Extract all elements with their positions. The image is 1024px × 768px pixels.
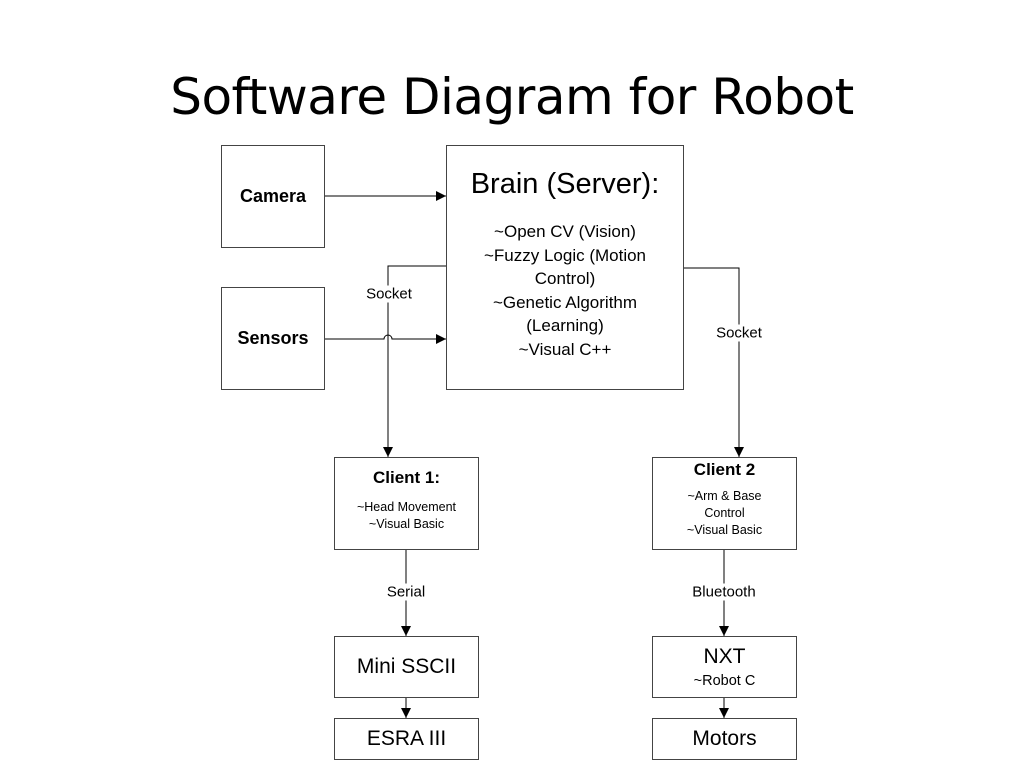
sensors-label: Sensors <box>237 328 309 348</box>
motors-node: Motors <box>652 718 797 760</box>
edge-brain-client2 <box>684 267 744 457</box>
esra-node: ESRA III <box>334 718 479 760</box>
client1-node: Client 1: ~Head Movement ~Visual Basic <box>334 457 479 550</box>
mini-sscii-label: Mini SSCII <box>356 655 457 678</box>
client1-item: ~Head Movement <box>356 500 456 514</box>
brain-item: ~Visual C++ <box>518 339 612 359</box>
brain-item: (Learning) <box>526 316 604 335</box>
edge-brain-client1 <box>383 265 446 457</box>
brain-item: ~Open CV (Vision) <box>494 222 636 241</box>
client2-item: ~Arm & Base <box>687 489 762 503</box>
nxt-node: NXT ~Robot C <box>652 636 797 698</box>
client2-item: ~Visual Basic <box>686 523 763 537</box>
client2-item: Control <box>704 506 745 520</box>
edge-sensors-brain <box>325 334 446 344</box>
serial-label: Serial <box>384 583 428 601</box>
brain-item: ~Fuzzy Logic (Motion <box>483 245 647 265</box>
socket-label-right: Socket <box>714 324 764 342</box>
brain-item: Control) <box>534 269 596 288</box>
client1-title: Client 1: <box>372 468 441 487</box>
client1-feature-list: ~Head Movement ~Visual Basic <box>335 499 478 533</box>
nxt-title: NXT <box>703 645 746 668</box>
esra-label: ESRA III <box>366 727 447 750</box>
camera-label: Camera <box>239 186 307 206</box>
sensors-node: Sensors <box>221 287 325 390</box>
brain-feature-list: ~Open CV (Vision) ~Fuzzy Logic (Motion C… <box>447 220 683 361</box>
brain-server-node: Brain (Server): ~Open CV (Vision) ~Fuzzy… <box>446 145 684 390</box>
motors-label: Motors <box>692 727 757 750</box>
brain-item: ~Genetic Algorithm <box>492 292 638 312</box>
client2-feature-list: ~Arm & Base Control ~Visual Basic <box>653 488 796 539</box>
camera-node: Camera <box>221 145 325 248</box>
client2-title: Client 2 <box>693 460 756 479</box>
client2-node: Client 2 ~Arm & Base Control ~Visual Bas… <box>652 457 797 550</box>
nxt-subtitle: ~Robot C <box>693 673 756 689</box>
slide-title: Software Diagram for Robot <box>170 68 854 126</box>
bluetooth-label: Bluetooth <box>690 583 758 601</box>
socket-label-left: Socket <box>364 285 414 303</box>
client1-item: ~Visual Basic <box>368 517 445 531</box>
mini-sscii-node: Mini SSCII <box>334 636 479 698</box>
brain-title: Brain (Server): <box>470 168 660 200</box>
